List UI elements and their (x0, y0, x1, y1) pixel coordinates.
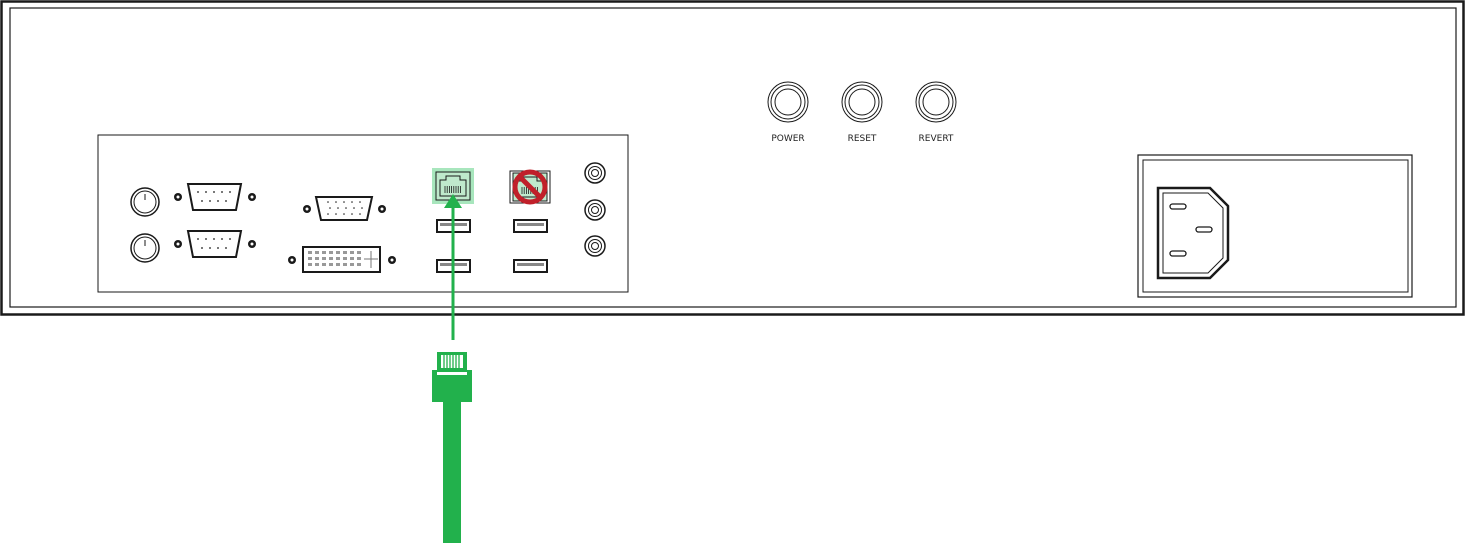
revert-button[interactable]: REVERT (915, 81, 957, 144)
prohibited-icon (512, 169, 548, 205)
revert-label: REVERT (919, 134, 954, 144)
audio-jack (584, 199, 606, 221)
rj45-plug (432, 352, 472, 543)
iec-socket (1156, 186, 1230, 280)
dvi-port (288, 246, 396, 273)
audio-jack (584, 235, 606, 257)
usb-port (513, 219, 548, 233)
serial-port (174, 230, 256, 258)
power-button[interactable]: POWER (767, 81, 809, 144)
lan-port-blocked (509, 169, 551, 205)
power-label: POWER (771, 134, 804, 144)
ps2-port (130, 233, 160, 263)
ethernet-cable (432, 194, 472, 543)
reset-label: RESET (848, 134, 877, 144)
reset-button[interactable]: RESET (841, 81, 883, 144)
vga-port (303, 196, 386, 221)
serial-port (174, 183, 256, 211)
audio-jack (584, 162, 606, 184)
usb-port (513, 259, 548, 273)
power-inlet (1137, 154, 1413, 298)
ps2-port (130, 187, 160, 217)
arrow-head (444, 194, 462, 208)
chassis-outline (0, 0, 1465, 316)
chassis-inner-outline (9, 7, 1457, 308)
